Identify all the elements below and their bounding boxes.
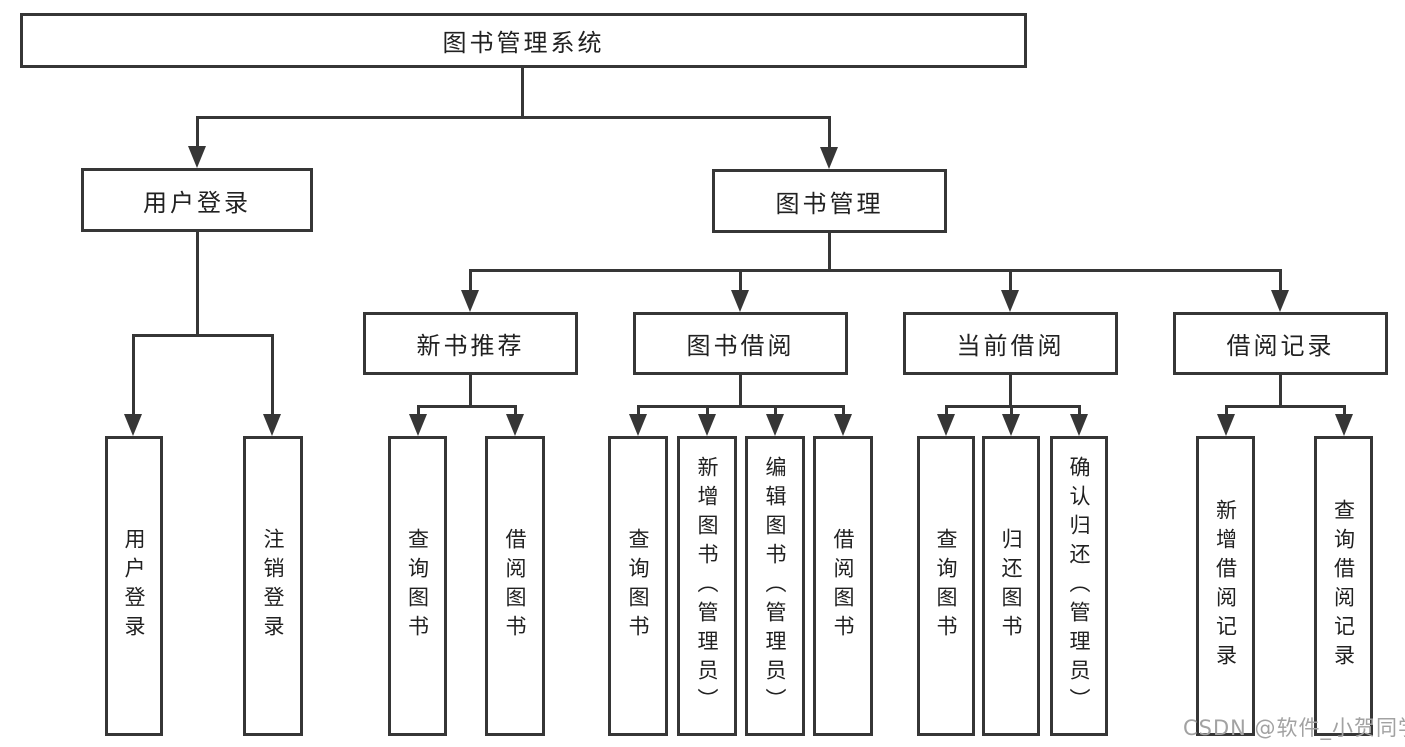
connector-current-borrowing-arrow-stem [1077,406,1081,418]
arrow-down-icon [937,414,955,436]
leaf-logout-login: 注销登录 [243,436,303,736]
arrow-down-icon [263,414,281,436]
arrow-down-icon [1001,290,1019,312]
arrow-down-icon [834,414,852,436]
connector-book-management-arrow-stem [468,270,472,294]
connector-current-borrowing-segment [944,404,1081,408]
node-new-book-recommendation: 新书推荐 [363,312,578,375]
connector-book-borrowing-segment [636,404,845,408]
arrow-down-icon [1271,290,1289,312]
connector-user-login-segment [195,232,199,335]
connector-book-management-arrow-stem [1278,270,1282,294]
leaf-query-books-borrow: 查询图书 [608,436,668,736]
connector-user-login-arrow-stem [131,335,135,418]
leaf-confirm-return-admin: 确认归还（管理员） [1050,436,1108,736]
leaf-user-login: 用户登录 [105,436,163,736]
arrow-down-icon [188,146,206,168]
arrow-down-icon [766,414,784,436]
arrow-down-icon [629,414,647,436]
arrow-down-icon [820,147,838,169]
connector-root-arrow-stem [195,117,199,150]
node-book-borrowing: 图书借阅 [633,312,848,375]
leaf-edit-books-admin: 编辑图书（管理员） [745,436,805,736]
connector-book-borrowing-arrow-stem [636,406,640,418]
connector-current-borrowing-segment [1008,375,1012,406]
connector-root-arrow-stem [827,117,831,151]
node-borrowing-records: 借阅记录 [1173,312,1388,375]
connector-borrowing-records-segment [1278,375,1282,406]
connector-borrowing-records-arrow-stem [1224,406,1228,418]
node-book-management: 图书管理 [712,169,947,233]
connector-root-segment [195,115,831,119]
node-user-login: 用户登录 [81,168,313,232]
connector-current-borrowing-arrow-stem [1009,406,1013,418]
arrow-down-icon [506,414,524,436]
connector-book-borrowing-arrow-stem [773,406,777,418]
arrow-down-icon [409,414,427,436]
connector-book-management-segment [468,268,1282,272]
leaf-query-books-current: 查询图书 [917,436,975,736]
connector-user-login-arrow-stem [270,335,274,418]
arrow-down-icon [731,290,749,312]
connector-book-borrowing-arrow-stem [705,406,709,418]
node-library-management-system: 图书管理系统 [20,13,1027,68]
connector-new-book-recommendation-arrow-stem [416,406,420,418]
arrow-down-icon [124,414,142,436]
leaf-add-borrow-record: 新增借阅记录 [1196,436,1255,736]
arrow-down-icon [1002,414,1020,436]
node-current-borrowing: 当前借阅 [903,312,1118,375]
connector-new-book-recommendation-arrow-stem [513,406,517,418]
leaf-add-books-admin: 新增图书（管理员） [677,436,737,736]
arrow-down-icon [1335,414,1353,436]
connector-book-management-arrow-stem [738,270,742,294]
leaf-return-books: 归还图书 [982,436,1040,736]
connector-book-management-segment [827,233,831,270]
connector-book-borrowing-arrow-stem [841,406,845,418]
connector-user-login-segment [131,333,274,337]
connector-borrowing-records-segment [1224,404,1346,408]
connector-borrowing-records-arrow-stem [1342,406,1346,418]
leaf-borrow-books: 借阅图书 [813,436,873,736]
connector-book-management-arrow-stem [1008,270,1012,294]
connector-new-book-recommendation-segment [468,375,472,406]
connector-book-borrowing-segment [738,375,742,406]
arrow-down-icon [461,290,479,312]
leaf-query-borrow-record: 查询借阅记录 [1314,436,1373,736]
arrow-down-icon [1070,414,1088,436]
connector-current-borrowing-arrow-stem [944,406,948,418]
connector-new-book-recommendation-segment [416,404,517,408]
arrow-down-icon [1217,414,1235,436]
csdn-watermark: CSDN @软件_小贺同学 [1183,716,1405,740]
connector-root-segment [520,67,524,117]
arrow-down-icon [698,414,716,436]
leaf-borrow-books-recommend: 借阅图书 [485,436,545,736]
leaf-query-books-recommend: 查询图书 [388,436,447,736]
